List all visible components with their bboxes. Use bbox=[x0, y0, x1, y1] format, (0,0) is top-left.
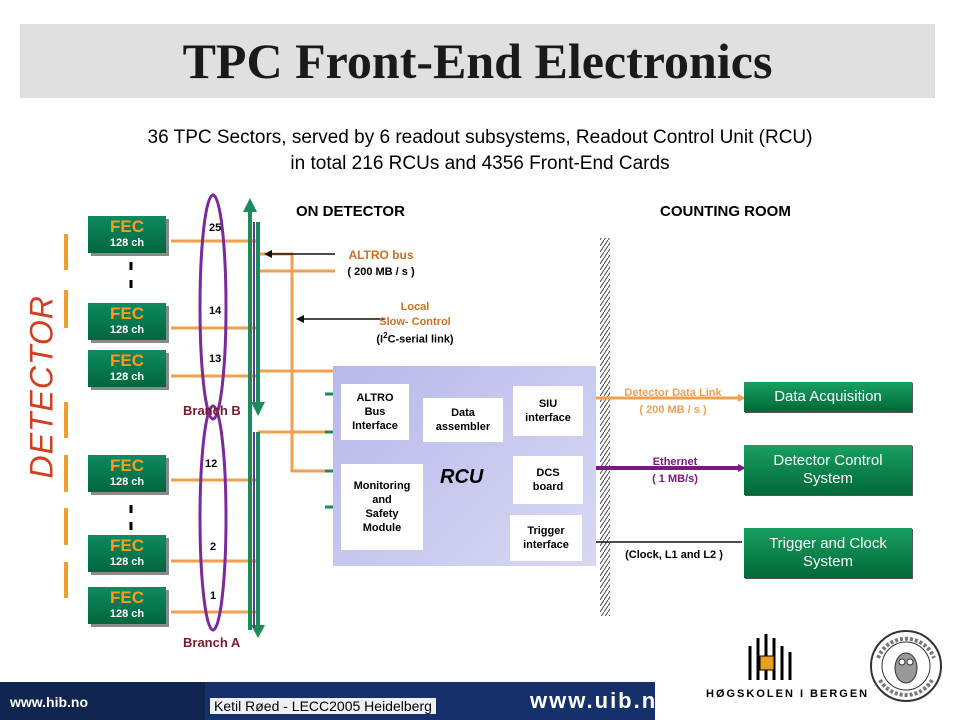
uib-url[interactable]: www.uib.no bbox=[530, 688, 673, 713]
branch-b-label: Branch B bbox=[183, 403, 241, 418]
fec-number: 25 bbox=[209, 222, 222, 234]
slow-control-label-3: (I2C-serial link) bbox=[376, 331, 454, 346]
fec-number: 1 bbox=[210, 590, 217, 602]
branch-a-label: Branch A bbox=[183, 635, 241, 650]
hib-logo-icon bbox=[748, 634, 792, 680]
fec-number: 12 bbox=[205, 458, 218, 470]
slow-control-label-2: Slow- Control bbox=[379, 316, 451, 328]
ethernet-rate: ( 1 MB/s) bbox=[652, 473, 698, 485]
ethernet-label: Ethernet bbox=[652, 456, 698, 468]
fec-number: 2 bbox=[210, 541, 217, 553]
hib-url[interactable]: www.hib.no bbox=[10, 694, 89, 710]
subtitle-line-2: in total 216 RCUs and 4356 Front-End Car… bbox=[290, 153, 670, 174]
trigger-signal-label: (Clock, L1 and L2 ) bbox=[625, 549, 723, 561]
slide-title: TPC Front-End Electronics bbox=[182, 33, 773, 89]
hib-name: HØGSKOLEN I BERGEN bbox=[706, 688, 870, 700]
footer-left-panel bbox=[0, 682, 205, 720]
author-credit: Ketil Røed - LECC2005 Heidelberg bbox=[210, 698, 436, 714]
fec-number: 14 bbox=[209, 305, 222, 317]
on-detector-heading: ON DETECTOR bbox=[296, 203, 405, 220]
subtitle-line-1: 36 TPC Sectors, served by 6 readout subs… bbox=[147, 127, 813, 148]
rcu-label: RCU bbox=[440, 466, 484, 488]
uib-seal-icon bbox=[870, 630, 942, 702]
fec-number: 13 bbox=[209, 353, 222, 365]
data-acquisition-box: Data Acquisition bbox=[744, 382, 912, 412]
title-bar bbox=[20, 24, 935, 98]
counting-room-heading: COUNTING ROOM bbox=[660, 203, 791, 220]
altro-bus-rate: ( 200 MB / s ) bbox=[347, 266, 415, 278]
altro-bus-label: ALTRO bus bbox=[348, 248, 414, 262]
ddl-label: Detector Data Link bbox=[624, 387, 722, 399]
slow-control-label-1: Local bbox=[400, 301, 430, 313]
ddl-rate: ( 200 MB / s ) bbox=[639, 404, 707, 416]
